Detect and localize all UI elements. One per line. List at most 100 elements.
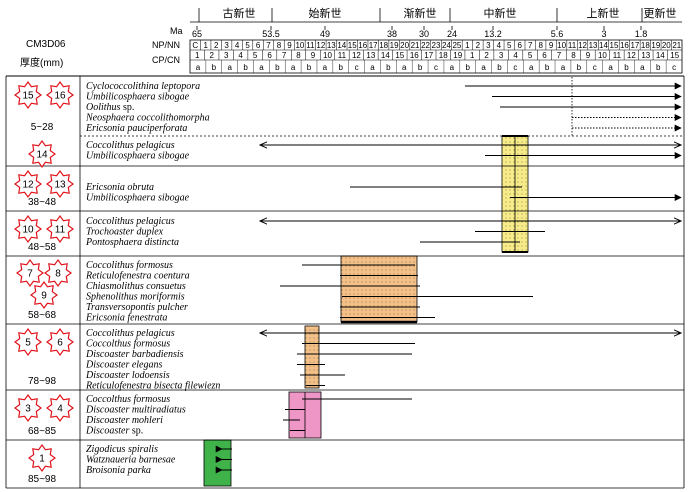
species-name: Ericsonia obruta: [85, 182, 154, 193]
epoch-label: 更新世: [644, 6, 677, 20]
species-name: Chiasmolithus consuetus: [86, 281, 186, 292]
species-name: Sphenolithus moriformis: [86, 292, 185, 303]
range-bars: [203, 135, 529, 487]
np-zone-label: 2: [476, 41, 481, 50]
epoch-label: 中新世: [484, 6, 517, 20]
cp-zone-label: 15: [670, 51, 679, 60]
species-name: Coccolithus pelagicus: [86, 216, 175, 227]
epoch-label: 古新世: [223, 6, 256, 20]
orange-small-bar-dots: [305, 326, 319, 388]
species-name: Discoaster elegans: [85, 360, 162, 371]
sample-badge-icon: [45, 214, 75, 244]
np-zone-label: 4: [235, 41, 240, 50]
green-range-bar: [203, 439, 232, 487]
np-zone-label: 4: [497, 41, 502, 50]
species-name: Discoaster sp.: [85, 426, 143, 437]
sample-badge-number: 1: [39, 454, 45, 465]
cp-zone-label: 5: [253, 51, 258, 60]
np-zone-label: 17: [630, 41, 639, 50]
np-zone-label: 12: [316, 41, 325, 50]
cp-zone-label: 8: [571, 51, 576, 60]
cp-subzone-label: a: [561, 63, 566, 72]
cp-subzone-label: a: [481, 63, 486, 72]
cp-zone-label: 8: [296, 51, 301, 60]
sample-depth: 85~98: [28, 474, 57, 485]
ma-tick-label: 1.8: [635, 29, 648, 39]
np-zone-label: 6: [518, 41, 523, 50]
np-zone-label: 19: [390, 41, 399, 50]
epoch-row: 古新世始新世渐新世中新世上新世更新世: [190, 6, 682, 23]
sample-badge-icon: [45, 80, 75, 110]
cp-zone-label: 10: [598, 51, 607, 60]
orange-range-bar-dots: [341, 256, 417, 322]
ma-tick-label: 38: [387, 29, 397, 39]
species-name: Umbilicosphaera sibogae: [86, 92, 190, 103]
sample-badge-icon: [13, 80, 43, 110]
cp-zone-label: 9: [586, 51, 591, 60]
np-zone-label: 12: [578, 41, 587, 50]
np-zone-label: 25: [452, 41, 461, 50]
ma-tick-label: 24: [447, 29, 457, 39]
depth-label: 厚度(mm): [20, 56, 63, 69]
np-zone-label: 1: [203, 41, 208, 50]
cp-zone-label: 6: [542, 51, 547, 60]
species-name: Zigodicus spiralis: [86, 444, 158, 455]
epoch-label: 始新世: [309, 6, 342, 20]
cp-subzone-label: a: [196, 63, 201, 72]
cp-zone-label: 1: [470, 51, 475, 60]
species-name: Discoaster multiradiatus: [85, 405, 186, 416]
species-name: Pontosphaera distincta: [85, 237, 179, 248]
species-name: Coccolthus formosus: [86, 339, 170, 350]
cp-zone-label: 13: [641, 51, 650, 60]
sample-depth: 48~58: [28, 242, 57, 253]
cp-zone-label: 17: [424, 51, 433, 60]
cp-subzone-label: b: [656, 63, 661, 72]
np-zone-label: 9: [549, 41, 554, 50]
sample-badge-number: 13: [54, 180, 66, 191]
cp-subzone-label: b: [545, 63, 550, 72]
cp-subzone-label: b: [466, 63, 471, 72]
species-name: Coccolithus formosus: [86, 260, 173, 271]
ma-tick-label: 30: [419, 29, 429, 39]
sample-badge-icon: [13, 327, 43, 357]
sample-badge-icon: [13, 393, 43, 423]
np-zone-label: 8: [538, 41, 543, 50]
species-name: Oolithus sp.: [86, 102, 134, 113]
species-name: Coccolithus pelagicus: [86, 328, 175, 339]
sample-badge-number: 9: [41, 291, 47, 302]
ma-tick-label: 5.6: [551, 29, 564, 39]
cp-label: CP/CN: [152, 55, 180, 65]
np-zone-label: 10: [557, 41, 566, 50]
np-zone-label: 20: [400, 41, 409, 50]
sample-badge-number: 3: [25, 404, 31, 415]
sample-badge-number: 8: [55, 269, 61, 280]
np-zone-label: 19: [651, 41, 660, 50]
epoch-label: 上新世: [587, 6, 620, 20]
ma-tick-label: 65: [192, 29, 202, 39]
ma-tick-label: 13.2: [484, 29, 502, 39]
np-zone-label: 18: [641, 41, 650, 50]
cp-zone-label: 1: [195, 51, 200, 60]
cp-subzone-label: c: [355, 63, 359, 72]
cp-zone-label: 2: [209, 51, 214, 60]
np-zone-label: 5: [507, 41, 512, 50]
np-zone-label: 13: [589, 41, 598, 50]
species-name: Umbilicosphaera sibogae: [86, 151, 190, 162]
species-name: Cyclococcolithina leptopora: [86, 81, 200, 92]
cp-zone-label: 18: [439, 51, 448, 60]
sample-badge-number: 14: [36, 150, 48, 161]
species-name: Discoaster barbadiensis: [85, 349, 184, 360]
cp-subzone-label: a: [529, 63, 534, 72]
np-zone-label: 15: [610, 41, 619, 50]
np-zone-label: 23: [432, 41, 441, 50]
sample-badge-number: 15: [22, 91, 34, 102]
core-label: CM3D06: [26, 39, 66, 50]
np-zone-label: 13: [327, 41, 336, 50]
cp-zone-label: 9: [311, 51, 316, 60]
species-name: Discoaster lodoensis: [85, 370, 170, 381]
sample-depth: 5~28: [31, 122, 54, 133]
cp-subzone-label: b: [577, 63, 582, 72]
np-zone-label: 14: [599, 41, 608, 50]
sample-badge-icon: [13, 214, 43, 244]
